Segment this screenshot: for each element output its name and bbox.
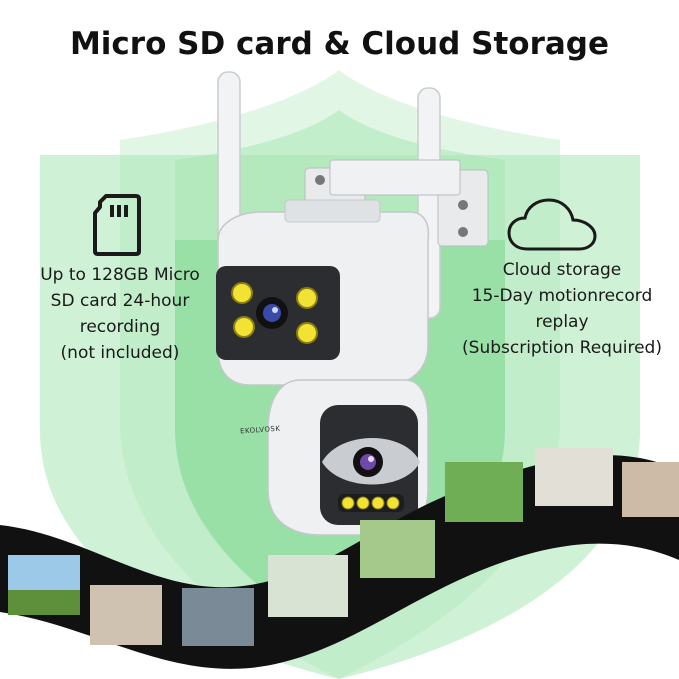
cloud-line-3: replay: [535, 312, 589, 332]
cloud-line-1: Cloud storage: [502, 260, 622, 280]
cloud-line-2: 15-Day motionrecord: [471, 286, 653, 306]
sd-line-2: SD card 24-hour: [50, 291, 190, 311]
sd-line-1: Up to 128GB Micro: [40, 265, 200, 285]
sd-line-3: recording: [79, 317, 161, 337]
camera-upper-head: [216, 199, 430, 386]
sd-line-4: (not included): [60, 343, 180, 363]
sd-card-feature-text: Up to 128GB Micro SD card 24-hour record…: [10, 262, 230, 366]
cloud-feature-text: Cloud storage 15-Day motionrecord replay…: [446, 257, 678, 361]
camera-lower-head: [267, 379, 429, 536]
cloud-icon: [507, 198, 597, 251]
cloud-line-4: (Subscription Required): [462, 338, 662, 358]
sd-card-icon: [93, 194, 141, 256]
film-strip: [0, 448, 679, 669]
page-title: Micro SD card & Cloud Storage: [69, 26, 610, 62]
